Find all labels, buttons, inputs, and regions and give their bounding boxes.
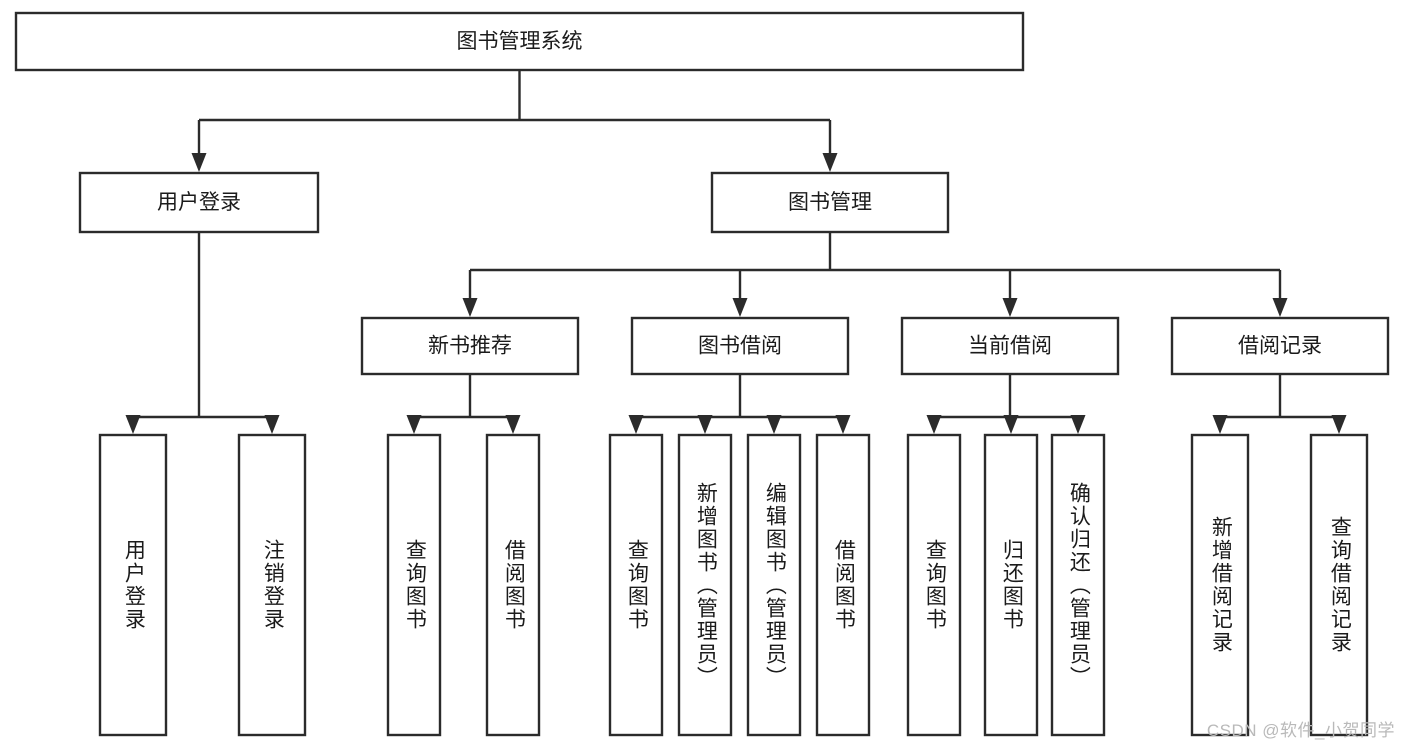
node-borrow-book-2[interactable] xyxy=(815,433,871,737)
arrow-head-icon xyxy=(406,415,422,434)
arrow-head-icon xyxy=(1070,415,1086,434)
arrow-head-icon xyxy=(1002,298,1018,317)
node-add-book[interactable] xyxy=(677,433,733,737)
arrow-head-icon xyxy=(125,415,141,434)
arrow-head-icon xyxy=(926,415,942,434)
node-confirm-return[interactable] xyxy=(1050,433,1106,737)
node-return-book[interactable] xyxy=(983,433,1039,737)
arrow-head-icon xyxy=(766,415,782,434)
arrow-head-icon xyxy=(1003,415,1019,434)
node-add-borrow-record[interactable] xyxy=(1190,433,1250,737)
node-label-user-login: 用户登录 xyxy=(157,191,241,214)
node-root[interactable]: 图书管理系统 xyxy=(14,11,1025,72)
node-label-borrow-record: 借阅记录 xyxy=(1238,335,1322,358)
arrow-head-icon xyxy=(462,298,478,317)
connector-layer xyxy=(125,70,1347,434)
node-edit-book[interactable] xyxy=(746,433,802,737)
node-query-book-2[interactable] xyxy=(608,433,664,737)
arrow-head-icon xyxy=(1272,298,1288,317)
node-book-borrow[interactable]: 图书借阅 xyxy=(630,316,850,376)
node-label-root: 图书管理系统 xyxy=(457,30,583,53)
node-label-book-borrow: 图书借阅 xyxy=(698,335,782,358)
node-label-book-manage: 图书管理 xyxy=(788,191,872,214)
node-current-borrow[interactable]: 当前借阅 xyxy=(900,316,1120,376)
arrow-head-icon xyxy=(191,153,207,172)
arrow-head-icon xyxy=(822,153,838,172)
node-borrow-book-1[interactable] xyxy=(485,433,541,737)
arrow-head-icon xyxy=(264,415,280,434)
arrow-head-icon xyxy=(628,415,644,434)
arrow-head-icon xyxy=(1212,415,1228,434)
node-user-logout[interactable] xyxy=(237,433,307,737)
node-user-login[interactable]: 用户登录 xyxy=(78,171,320,234)
node-query-book-3[interactable] xyxy=(906,433,962,737)
node-query-book-1[interactable] xyxy=(386,433,442,737)
watermark: CSDN @软件_小贺同学 xyxy=(1206,721,1395,740)
arrow-head-icon xyxy=(835,415,851,434)
node-book-manage[interactable]: 图书管理 xyxy=(710,171,950,234)
arrow-head-icon xyxy=(697,415,713,434)
node-label-current-borrow: 当前借阅 xyxy=(968,335,1052,358)
arrow-head-icon xyxy=(505,415,521,434)
arrow-head-icon xyxy=(732,298,748,317)
node-query-borrow-record[interactable] xyxy=(1309,433,1369,737)
arrow-head-icon xyxy=(1331,415,1347,434)
node-new-book-rec[interactable]: 新书推荐 xyxy=(360,316,580,376)
node-borrow-record[interactable]: 借阅记录 xyxy=(1170,316,1390,376)
node-label-new-book-rec: 新书推荐 xyxy=(428,335,512,358)
node-user-login-do[interactable] xyxy=(98,433,168,737)
